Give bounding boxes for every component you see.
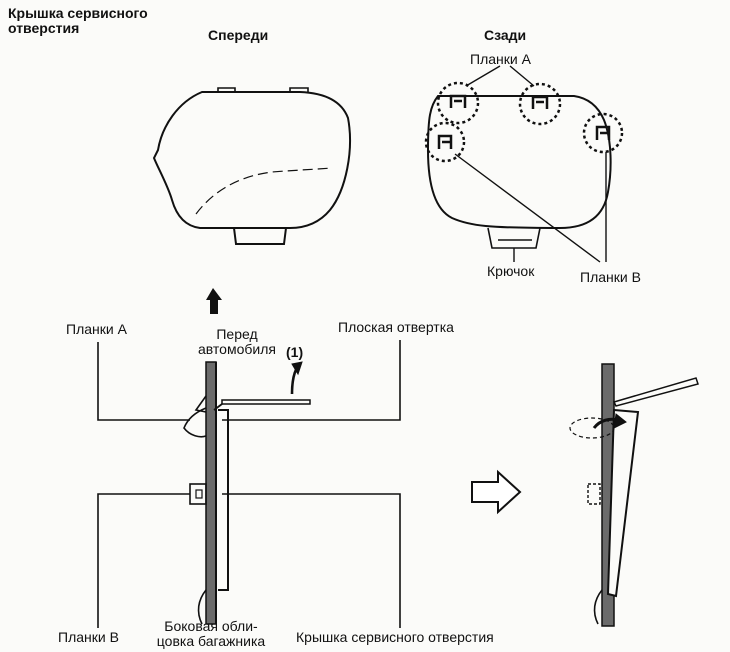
trunk-trim-line-2: цовка багажника bbox=[156, 633, 266, 649]
diagram-title: Крышка сервисного отверстия bbox=[8, 6, 148, 36]
left-section-frame-lines bbox=[97, 340, 401, 628]
right-section-diagram bbox=[569, 363, 699, 627]
tab-a-clip-bend bbox=[194, 395, 207, 413]
trunk-trim-line-1: Боковая обли- bbox=[164, 618, 258, 634]
front-view-cover bbox=[152, 87, 351, 245]
tabs-b-bottom-label: Планки B bbox=[58, 629, 119, 645]
trim-bottom-wave bbox=[197, 589, 207, 625]
vehicle-front-arrow bbox=[206, 288, 222, 314]
rear-cover-hook bbox=[487, 227, 541, 249]
tabs-a-left-label: Планки A bbox=[66, 321, 127, 337]
front-cover-outline bbox=[152, 91, 351, 229]
hook-label: Крючок bbox=[487, 263, 535, 279]
left-trunk-panel bbox=[183, 361, 311, 625]
tabs-b-right-label: Планки B bbox=[580, 269, 641, 285]
vehicle-front-line-1: Перед bbox=[216, 326, 258, 342]
tab-a-1-symbol bbox=[449, 94, 467, 108]
tab-b-left-symbol bbox=[437, 134, 453, 149]
transition-arrow bbox=[471, 469, 522, 515]
right-trim-bottom-wave bbox=[593, 589, 603, 625]
rear-view-label: Сзади bbox=[484, 27, 527, 43]
front-cover-contour bbox=[195, 167, 333, 215]
step-1-arrowhead bbox=[291, 361, 303, 376]
tabs-b-callout-line bbox=[97, 493, 190, 628]
service-cover-edge bbox=[218, 409, 229, 591]
service-cover-callout-line bbox=[222, 493, 401, 628]
screwdriver-blade bbox=[221, 399, 311, 405]
tabs-a-leader-lines bbox=[465, 65, 535, 87]
tab-a-2-highlight bbox=[518, 82, 562, 126]
service-cover-bottom-label: Крышка сервисного отверстия bbox=[296, 629, 494, 645]
tab-b-left-highlight bbox=[424, 121, 466, 163]
right-pry-arrowhead bbox=[613, 413, 627, 429]
screwdriver-tip bbox=[213, 403, 223, 411]
right-cover-tilted bbox=[606, 408, 640, 598]
step-number-label: (1) bbox=[286, 344, 304, 360]
tabs-a-top-label: Планки A bbox=[470, 51, 531, 67]
right-tab-b-ghost bbox=[587, 483, 601, 505]
tab-a-1-highlight bbox=[436, 81, 480, 125]
trunk-panel-wall bbox=[205, 361, 217, 625]
tab-a-2-symbol bbox=[531, 95, 549, 109]
right-screwdriver bbox=[612, 377, 699, 407]
screwdriver-callout-line bbox=[222, 340, 401, 421]
front-cover-hook bbox=[233, 227, 287, 245]
tab-b-clip bbox=[189, 483, 207, 505]
rear-view-cover bbox=[424, 65, 624, 263]
tab-b-right-symbol bbox=[595, 125, 611, 140]
diagram-title-line-1: Крышка сервисного bbox=[8, 5, 148, 21]
tabs-b-leader-lines bbox=[454, 152, 607, 263]
flat-screwdriver-label: Плоская отвертка bbox=[338, 319, 454, 335]
tabs-a-callout-line bbox=[97, 342, 190, 421]
front-view-label: Спереди bbox=[208, 27, 269, 43]
vehicle-front-label: Перед автомобиля bbox=[192, 327, 282, 357]
front-cover-top-lip bbox=[217, 87, 309, 92]
vehicle-front-line-2: автомобиля bbox=[198, 341, 276, 357]
right-tab-a-ghost bbox=[569, 417, 615, 439]
tab-b-right-highlight bbox=[582, 112, 624, 154]
rear-cover-outline bbox=[426, 95, 612, 230]
tab-a-clip bbox=[183, 407, 207, 438]
tab-b-clip-slot bbox=[195, 489, 203, 499]
trunk-trim-label: Боковая обли- цовка багажника bbox=[146, 619, 276, 649]
diagram-title-line-2: отверстия bbox=[8, 20, 80, 36]
